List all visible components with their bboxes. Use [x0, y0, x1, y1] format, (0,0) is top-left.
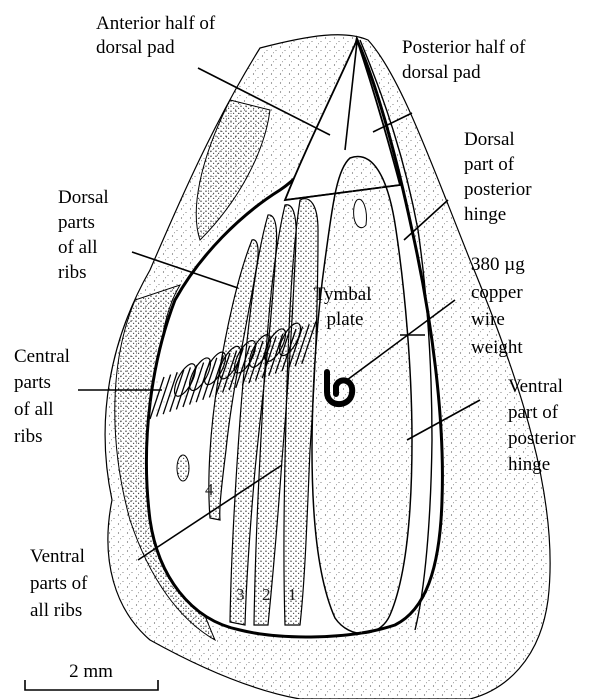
- label-anterior-half-of-dorsal-pad: Anterior half of dorsal pad: [96, 13, 220, 58]
- label-dorsal-parts-of-all-ribs: Dorsal parts of all ribs: [58, 187, 113, 283]
- rib-number-2: 2: [262, 585, 271, 604]
- label-posterior-half-of-dorsal-pad: Posterior half of dorsal pad: [402, 37, 530, 83]
- rib-number-1: 1: [288, 585, 297, 604]
- rib-number-3: 3: [236, 585, 245, 604]
- rib-number-4: 4: [205, 480, 214, 499]
- rib-fragment: [177, 455, 189, 481]
- scale-bar-label: 2 mm: [69, 661, 113, 682]
- scale-bar: 2 mm: [25, 661, 158, 690]
- label-central-parts-of-all-ribs: Central parts of all ribs: [14, 346, 75, 447]
- label-dorsal-part-of-posterior-hinge: Dorsal part of posterior hinge: [464, 129, 536, 225]
- label-ventral-parts-of-all-ribs: Ventral parts of all ribs: [30, 546, 92, 621]
